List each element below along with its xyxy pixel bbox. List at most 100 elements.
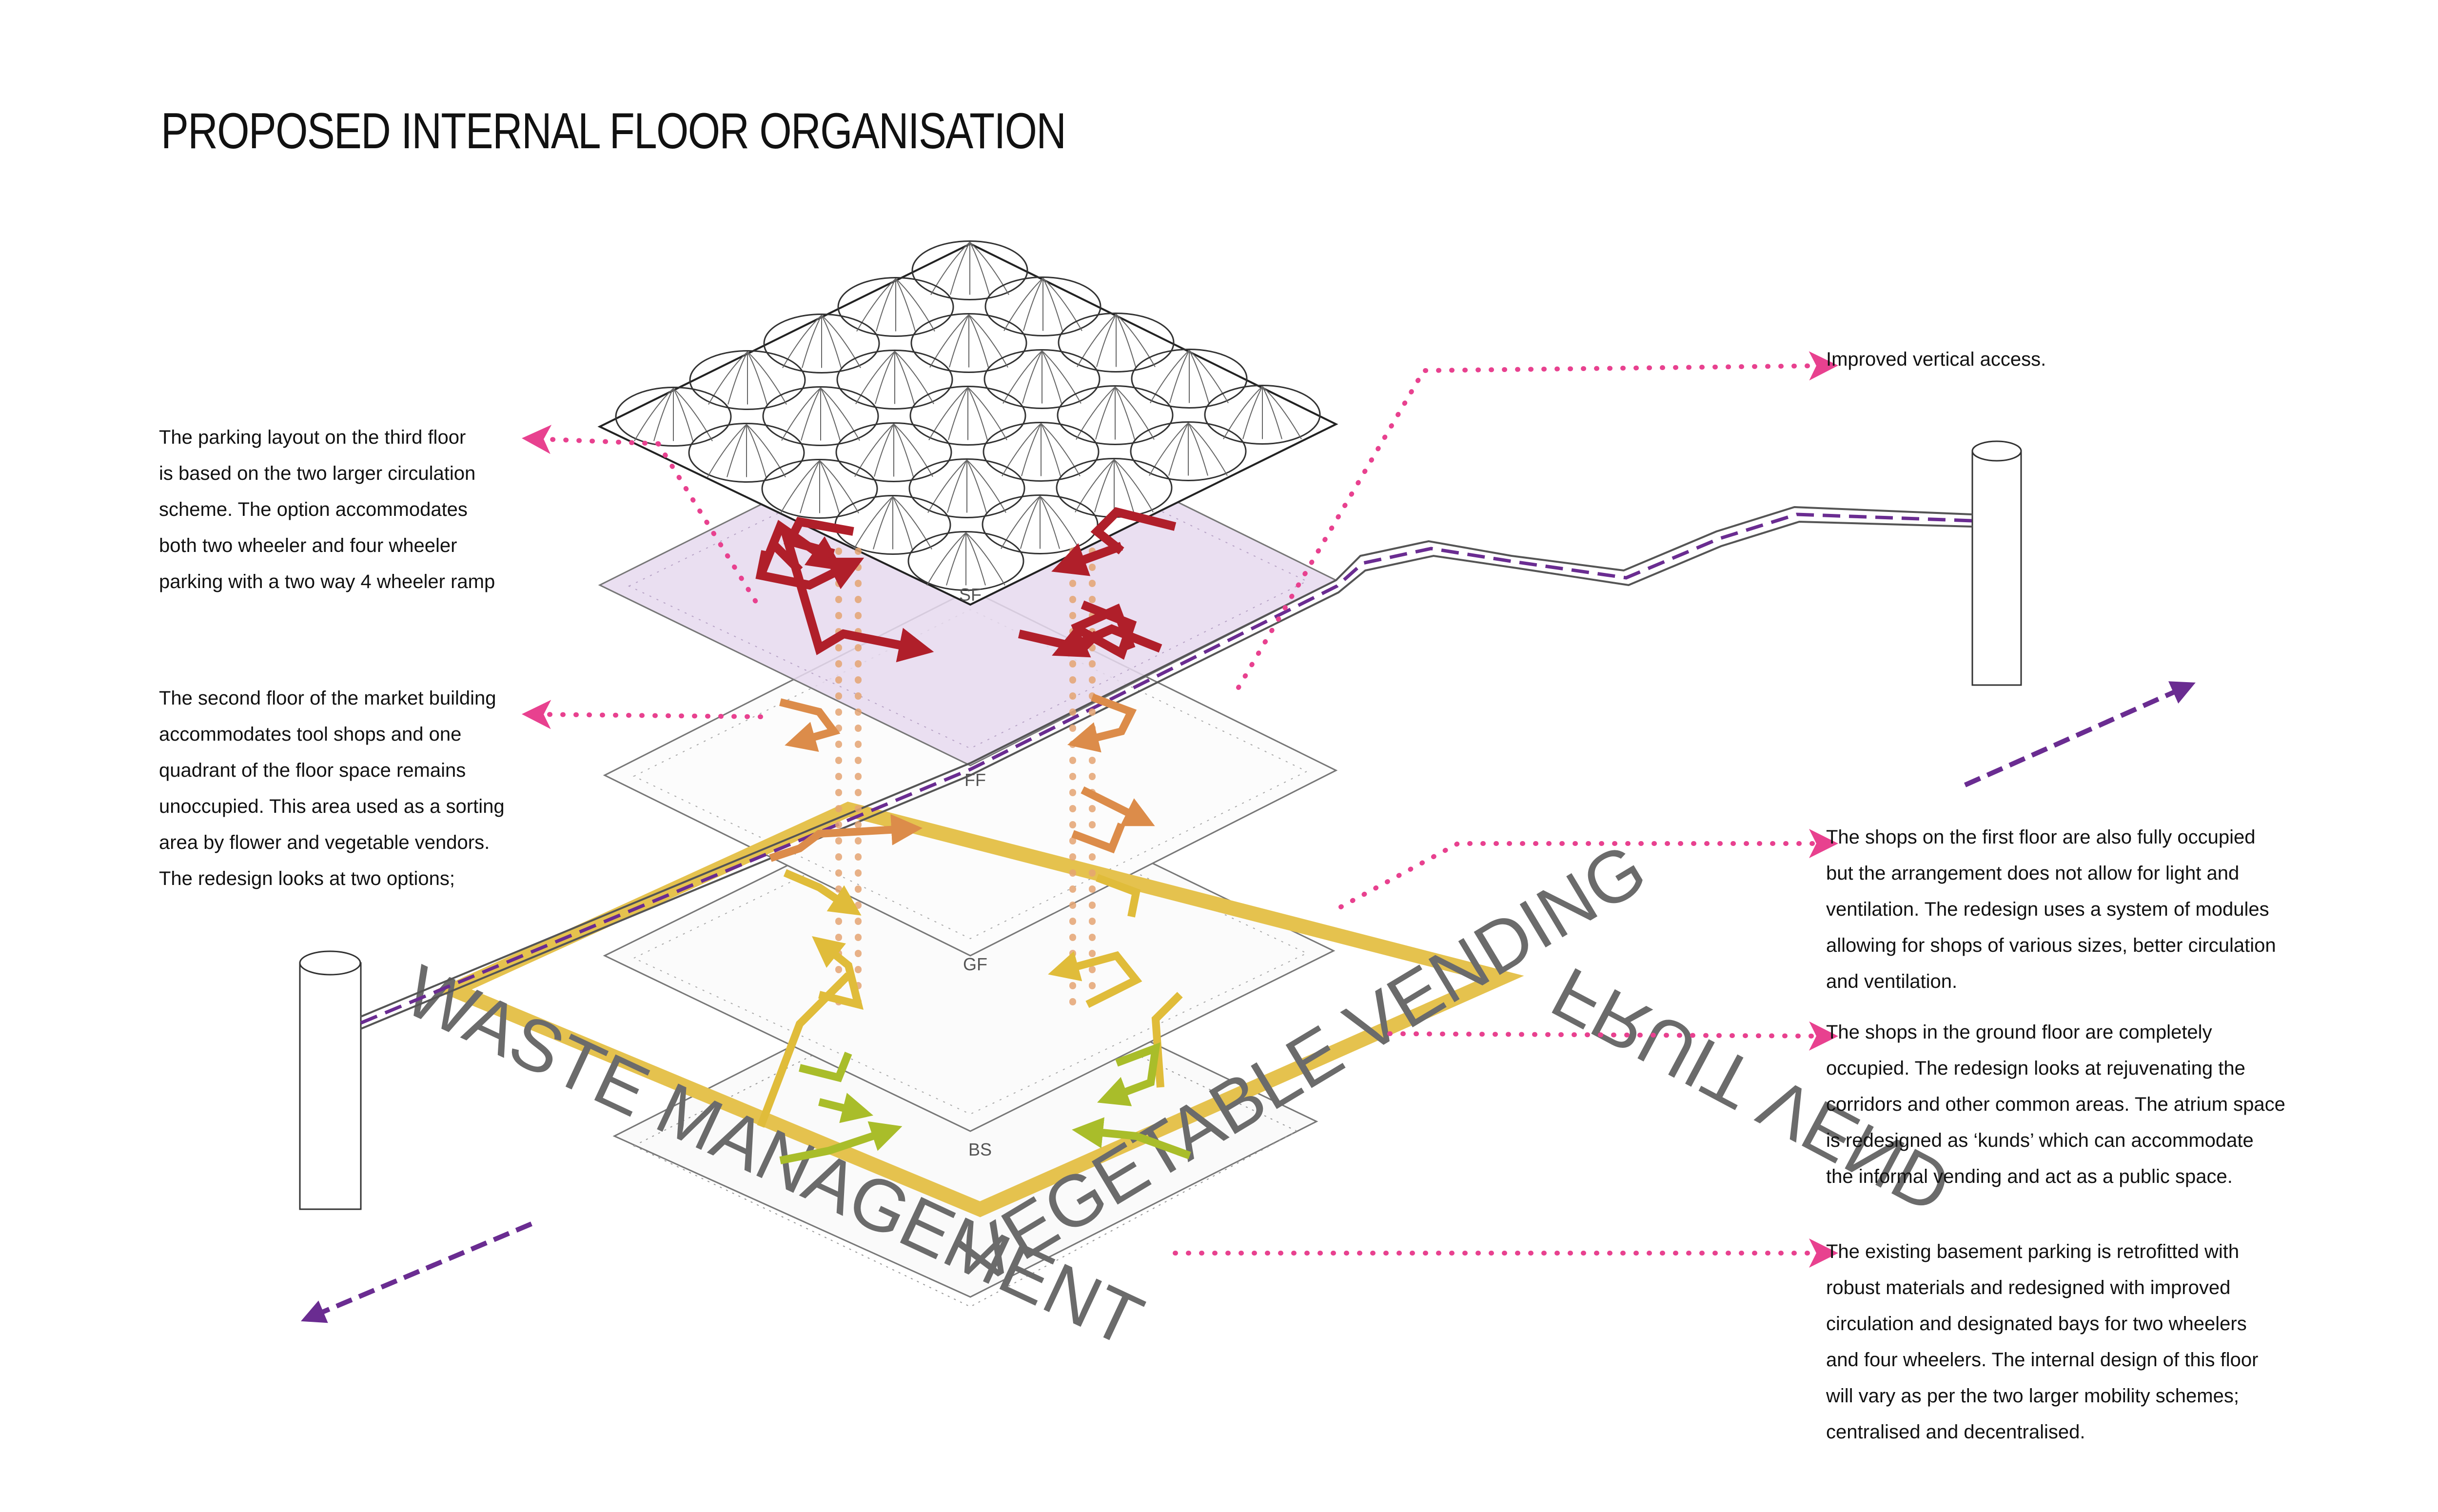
floor-label-sf: SF	[959, 585, 982, 605]
roof-dome-rib	[819, 460, 859, 513]
roof-dome	[689, 350, 806, 410]
leader-lines	[522, 351, 1838, 1268]
roof-dome-rib	[1223, 386, 1263, 439]
roof-dome-rib	[928, 387, 968, 440]
roof-dome-rib	[948, 387, 968, 440]
roof-dome	[908, 458, 1025, 518]
roof-dome-rib	[1169, 350, 1190, 403]
note-basement: The existing basement parking is retrofi…	[1826, 1241, 2259, 1443]
right-pillar	[1971, 440, 2022, 686]
roof-dome-rib	[968, 314, 989, 368]
roof-dome-rib	[1041, 423, 1081, 476]
roof-dome-rib	[780, 460, 820, 513]
note-vertical-access: Improved vertical access.	[1826, 349, 2046, 370]
note-ground-floor: The shops in the ground floor are comple…	[1826, 1021, 2285, 1187]
roof-dome-rib	[1040, 495, 1080, 549]
roof-dome	[983, 422, 1100, 482]
roof-dome-rib	[746, 424, 786, 477]
roof-dome-rib	[1150, 350, 1190, 403]
floor-label-gf: GF	[963, 954, 987, 974]
roof-dome-rib	[967, 387, 1007, 440]
circulation-arrows-bs	[779, 1042, 1191, 1164]
roof-dome-rib	[1075, 459, 1115, 512]
roof-dome-rib	[1042, 351, 1062, 404]
roof-dome-rib	[1189, 350, 1229, 403]
roof-dome-rib	[927, 459, 967, 513]
roof-dome-rib	[1189, 350, 1209, 403]
roof-dome-rib	[969, 242, 990, 295]
roof-dome-rib	[1042, 277, 1082, 331]
roof-dome	[763, 314, 880, 373]
roof-dome-rib	[747, 351, 787, 405]
roof-dome-rib	[965, 532, 1005, 586]
roof-dome-rib	[892, 496, 913, 550]
roof-dome	[982, 494, 1099, 554]
roof-dome-rib	[1116, 314, 1136, 367]
roof-dome-rib	[966, 460, 987, 513]
flow-arrow-right	[1964, 681, 2196, 787]
roof-dome-rib	[708, 351, 748, 405]
roof-dome-rib	[1001, 495, 1041, 549]
roof-dome-rib	[1168, 423, 1189, 476]
roof-dome-rib	[1116, 314, 1156, 367]
roof-dome-rib	[1149, 422, 1189, 476]
roof-dome-rib	[895, 278, 935, 332]
roof-dome-rib	[893, 424, 914, 477]
roof-dome-rib	[747, 352, 767, 405]
circulation-arrows-sf	[755, 507, 1177, 663]
roof-dome-rib	[1115, 387, 1135, 440]
roof-dome	[762, 386, 879, 446]
roof-dome-rib	[894, 351, 934, 404]
roof-dome-rib	[746, 424, 767, 477]
roof-dome-rib	[673, 388, 693, 441]
roof-dome-rib	[894, 351, 915, 404]
roof-dome-rib	[1041, 423, 1061, 476]
roof-dome	[835, 422, 952, 482]
note-first-floor: The shops on the first floor are also fu…	[1826, 826, 2276, 992]
roof-dome-rib	[1023, 278, 1043, 331]
roof-dome-rib	[1021, 423, 1042, 476]
roof-dome-rib	[1076, 386, 1116, 440]
roof-dome-rib	[820, 387, 860, 441]
roof-dome-rib	[873, 496, 893, 550]
roof-dome-rib	[781, 387, 821, 441]
roof-dome-rib	[1003, 350, 1042, 404]
roof-dome-rib	[1077, 314, 1117, 367]
roof-dome-rib	[968, 314, 1008, 368]
roof-dome	[615, 387, 732, 447]
roof-dome-rib	[895, 278, 916, 332]
roof-dome	[984, 276, 1101, 336]
roof-dome-rib	[967, 387, 988, 440]
roof-dome-rib	[802, 315, 822, 368]
roof-dome	[983, 349, 1101, 409]
roof-dome-rib	[1042, 278, 1063, 331]
roof-dome	[1131, 349, 1248, 409]
note-parking-layout: The parking layout on the third floor is…	[159, 427, 495, 592]
roof-dome-rib	[821, 315, 842, 368]
roof-dome-rib	[854, 423, 894, 477]
roof-dome-rib	[949, 314, 969, 368]
roof-dome	[907, 531, 1024, 591]
roof-dome	[911, 240, 1028, 300]
roof-dome-rib	[1040, 496, 1060, 549]
roof-dome-rib	[856, 278, 896, 332]
roof-dome-rib	[874, 424, 894, 477]
roof-dome-rib	[875, 351, 895, 404]
roof-dome-rib	[965, 532, 986, 586]
roof-dome	[910, 313, 1027, 373]
roof-dome-rib	[1114, 459, 1154, 512]
roof-dome-rib	[1002, 423, 1042, 476]
floor-label-bs: BS	[968, 1139, 992, 1159]
roof-dome	[836, 350, 953, 410]
roof-dome-rib	[1242, 386, 1263, 439]
roof-dome-rib	[801, 388, 821, 441]
roof-dome-rib	[926, 532, 966, 586]
left-pillar	[299, 950, 362, 1210]
roof-dome-rib	[892, 496, 932, 550]
roof-dome-rib	[634, 388, 674, 441]
roof-dome-rib	[707, 424, 747, 477]
roof-dome-rib	[1094, 459, 1115, 512]
roof-dome	[1204, 385, 1321, 445]
roof-dome	[688, 423, 805, 483]
